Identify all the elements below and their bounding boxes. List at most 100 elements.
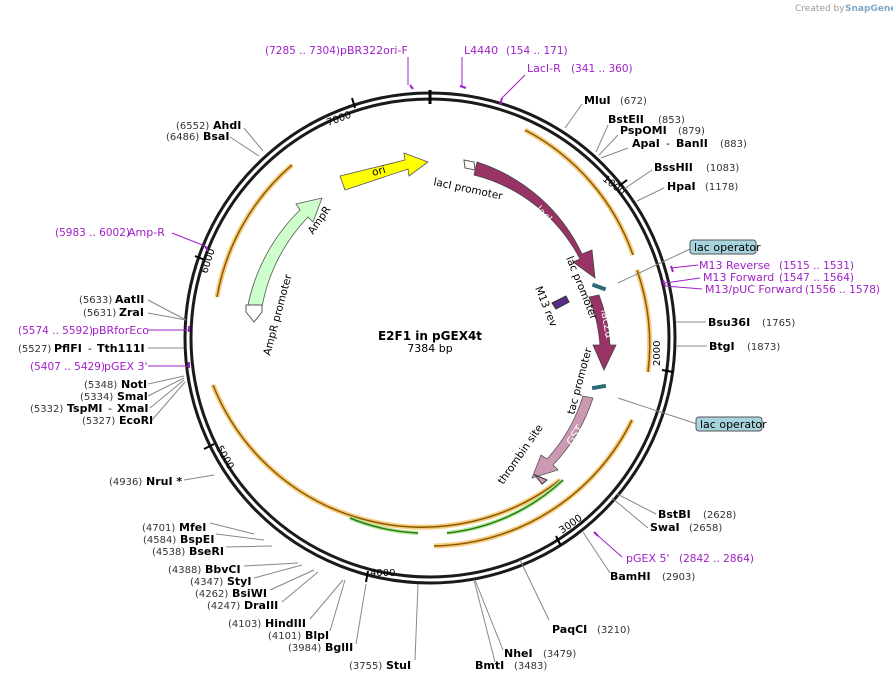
site-pos-SmaI: (5334) bbox=[80, 392, 113, 403]
tick-6000 bbox=[194, 255, 206, 261]
leader-BmtI bbox=[473, 579, 496, 663]
primer-leaders bbox=[148, 57, 703, 558]
tick-3000 bbox=[555, 535, 562, 547]
site-pos-PspOMI: (879) bbox=[678, 126, 705, 137]
site-ApaI: ApaI bbox=[632, 137, 660, 150]
tick-label-2000: 2000 bbox=[652, 341, 663, 366]
site-pos-BlpI: (4101) bbox=[268, 631, 301, 642]
site-SwaI: SwaI bbox=[650, 521, 680, 534]
leader-EcoRI bbox=[151, 381, 186, 421]
plasmid-size: 7384 bp bbox=[407, 342, 452, 355]
leader-DraIII bbox=[281, 571, 319, 603]
site-NruI: NruI * bbox=[146, 475, 182, 488]
site-pos-BssHII: (1083) bbox=[706, 163, 739, 174]
primer-range-pGEX3: (5407 .. 5429) bbox=[30, 361, 105, 373]
site-pos-EcoRI: (5327) bbox=[82, 416, 115, 427]
leader-BbvCI bbox=[243, 562, 299, 567]
orf-line-left bbox=[212, 384, 561, 528]
site-PaqCI: PaqCI bbox=[552, 623, 587, 636]
primer-range-M13-pUC-Forward: (1556 .. 1578) bbox=[805, 284, 880, 296]
feature-GST bbox=[531, 395, 594, 479]
site-separator-TspMI-XmaI: - bbox=[108, 402, 112, 415]
site-pos-BbvCI: (4388) bbox=[168, 565, 201, 576]
primer-range-L4440: (154 .. 171) bbox=[506, 45, 568, 57]
site-pos-HpaI: (1178) bbox=[705, 182, 738, 193]
green-arc-1-line bbox=[349, 517, 419, 534]
site-pos-MluI: (672) bbox=[620, 96, 647, 107]
site-BmtI: BmtI bbox=[475, 659, 504, 672]
tick-1000 bbox=[618, 179, 628, 187]
primer-name-LacI-R: LacI-R bbox=[527, 62, 561, 75]
enzyme-leaders bbox=[147, 103, 707, 663]
lac-operator-mark-1 bbox=[591, 282, 607, 292]
AmpR-promoter-arrow bbox=[245, 304, 263, 323]
leader-BssHII bbox=[623, 169, 653, 190]
site-pos-BseRI: (4538) bbox=[152, 547, 185, 558]
site-pos-BglII: (3984) bbox=[288, 643, 321, 654]
leader-NruI bbox=[183, 474, 215, 481]
site-pos-BspEI: (4584) bbox=[143, 535, 176, 546]
primer-name-Amp-R: Amp-R bbox=[128, 226, 165, 239]
leader-HindIII bbox=[309, 579, 344, 620]
primer-range-Amp-R: (5983 .. 6002) bbox=[55, 227, 130, 239]
leader-M13rev bbox=[670, 264, 699, 269]
orf-line-leftupper bbox=[216, 164, 293, 298]
site-BsaI: BsaI bbox=[203, 130, 229, 143]
primer-range-M13-Reverse: (1515 .. 1531) bbox=[779, 260, 854, 272]
site-MfeI: MfeI bbox=[179, 521, 206, 534]
tick-2000 bbox=[661, 369, 674, 373]
credit-brand: SnapGene bbox=[845, 4, 893, 14]
thrombin-site-arrow bbox=[533, 473, 548, 485]
orf-line-bottomright bbox=[433, 419, 633, 547]
tick-marks bbox=[194, 97, 674, 583]
site-pos-StuI: (3755) bbox=[349, 661, 382, 672]
lac-operator-box-2: lac operator bbox=[617, 397, 767, 432]
leader-M13fwd bbox=[664, 277, 701, 284]
leader-StyI bbox=[253, 564, 303, 579]
leader-MluI bbox=[564, 103, 583, 129]
site-pos-ZraI: (5631) bbox=[83, 308, 116, 319]
site-BamHI: BamHI bbox=[610, 570, 651, 583]
site-XmaI: XmaI bbox=[117, 402, 148, 415]
leader-PspOMI bbox=[598, 134, 619, 156]
site-pos-AatII: (5633) bbox=[79, 295, 112, 306]
tick-7000 bbox=[351, 97, 356, 109]
credit-text: Created by bbox=[795, 4, 845, 14]
lacI-promoter-arrow bbox=[463, 159, 476, 171]
site-NotI: NotI bbox=[121, 378, 147, 391]
primer-mark-LacI-R bbox=[499, 97, 503, 106]
site-pos-PflFI: (5527) bbox=[18, 344, 51, 355]
site-pos-Bsu36I: (1765) bbox=[762, 318, 795, 329]
site-StuI: StuI bbox=[386, 659, 411, 672]
leader-SwaI bbox=[611, 497, 649, 529]
site-ZraI: ZraI bbox=[119, 306, 144, 319]
site-pos-TspMI: (5332) bbox=[30, 404, 63, 415]
green-arc-2-line bbox=[446, 479, 564, 534]
leader-Amp-R bbox=[171, 232, 206, 247]
leader-M13pUC bbox=[664, 285, 703, 290]
leader-LacI-R bbox=[501, 74, 526, 99]
primer-name-M13-pUC-Forward: M13/pUC Forward bbox=[705, 283, 803, 296]
site-BsiWI: BsiWI bbox=[232, 587, 267, 600]
tick-4000 bbox=[365, 570, 369, 583]
site-pos-BmtI: (3483) bbox=[514, 661, 547, 672]
site-NheI: NheI bbox=[504, 647, 533, 660]
site-pos-BtgI: (1873) bbox=[747, 342, 780, 353]
primer-name-pBR322ori-F: pBR322ori-F bbox=[340, 44, 408, 57]
site-pos-DraIII: (4247) bbox=[207, 601, 240, 612]
primer-range-pBRforEco: (5574 .. 5592) bbox=[18, 325, 93, 337]
feature-ori bbox=[339, 152, 429, 191]
primer-mark-M13fwd bbox=[662, 279, 666, 287]
primer-name-pGEX5: pGEX 5' bbox=[626, 552, 670, 565]
site-pos-MfeI: (4701) bbox=[142, 523, 175, 534]
primer-range-M13-Forward: (1547 .. 1564) bbox=[779, 272, 854, 284]
site-BtgI: BtgI bbox=[709, 340, 735, 353]
site-HindIII: HindIII bbox=[265, 617, 306, 630]
site-Bsu36I: Bsu36I bbox=[708, 316, 750, 329]
site-pos-NruI: (4936) bbox=[109, 477, 142, 488]
feature-label-lacZa: lacZα bbox=[598, 308, 615, 339]
leader-BsaI bbox=[229, 136, 260, 157]
leader-MfeI bbox=[209, 522, 255, 535]
site-SmaI: SmaI bbox=[117, 390, 148, 403]
leader-BamHI bbox=[582, 531, 611, 574]
